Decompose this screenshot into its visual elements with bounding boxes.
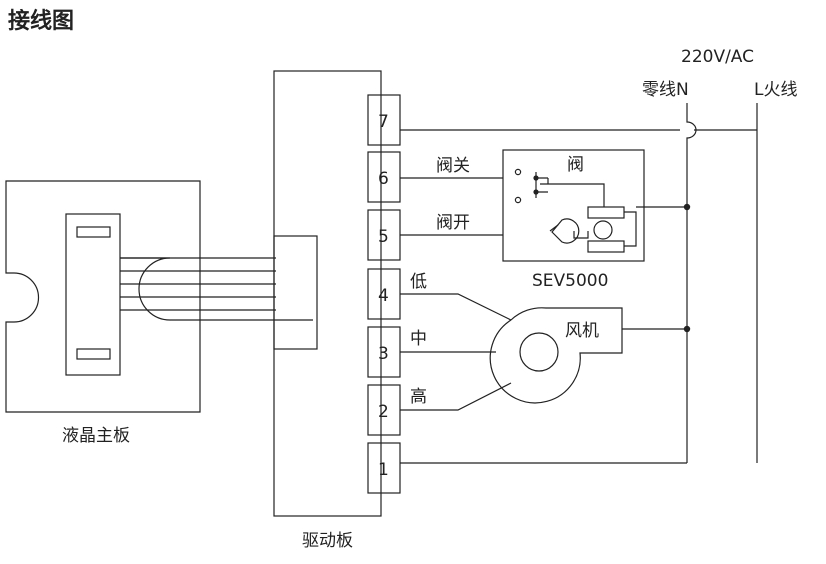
lcd-board-label: 液晶主板 <box>62 426 130 446</box>
fan-unit <box>489 307 687 404</box>
fan-high-label: 高 <box>410 387 427 407</box>
lcd-main-board <box>5 180 201 413</box>
neutral-line <box>686 103 697 463</box>
svg-text:2: 2 <box>378 402 389 422</box>
wire-2-fan-high <box>400 382 512 411</box>
svg-text:3: 3 <box>378 344 389 364</box>
neutral-label: 零线N <box>642 80 689 100</box>
terminal-7: 7 <box>367 94 401 146</box>
wire-4-fan-low <box>400 293 512 321</box>
svg-text:5: 5 <box>378 227 389 247</box>
valve-close-label: 阀关 <box>436 156 470 176</box>
live-label: L火线 <box>754 80 797 100</box>
junction-dot <box>683 203 691 211</box>
driver-board <box>273 70 382 517</box>
terminal-1: 1 <box>367 442 401 494</box>
svg-text:7: 7 <box>378 112 389 132</box>
terminal-4: 4 <box>367 268 401 320</box>
terminal-6: 6 <box>367 151 401 203</box>
terminal-3: 3 <box>367 326 401 378</box>
svg-text:4: 4 <box>378 286 389 306</box>
valve-model-label: SEV5000 <box>532 271 608 291</box>
valve-title: 阀 <box>567 155 584 175</box>
fan-low-label: 低 <box>410 272 427 292</box>
ribbon-cable <box>120 257 313 321</box>
svg-text:1: 1 <box>378 460 389 480</box>
diagram-title: 接线图 <box>8 8 74 34</box>
valve-open-label: 阀开 <box>436 213 470 233</box>
terminal-2: 2 <box>367 384 401 436</box>
valve-unit <box>502 149 687 262</box>
fan-mid-label: 中 <box>410 329 427 349</box>
driver-board-label: 驱动板 <box>302 531 353 551</box>
terminal-5: 5 <box>367 209 401 261</box>
fan-title: 风机 <box>565 321 599 341</box>
power-voltage-label: 220V/AC <box>681 47 754 67</box>
svg-text:6: 6 <box>378 169 389 189</box>
